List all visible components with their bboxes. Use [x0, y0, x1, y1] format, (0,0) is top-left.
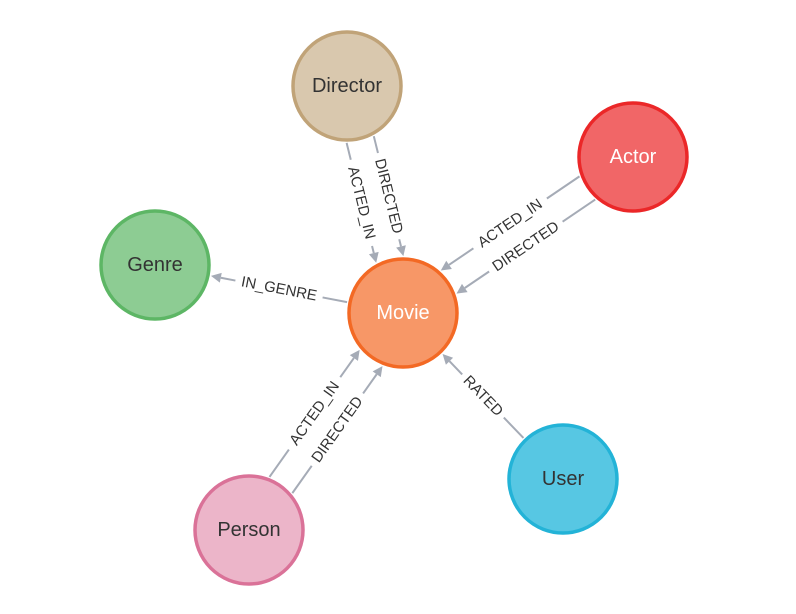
- arrowhead-icon: [368, 251, 379, 263]
- relationship-line: [339, 357, 355, 378]
- arrowhead-icon: [456, 283, 468, 294]
- node-label: User: [542, 468, 585, 490]
- node-circle: [193, 474, 305, 586]
- node-movie[interactable]: Movie: [347, 257, 459, 369]
- relationship-line: [562, 198, 596, 223]
- relationship-line: [345, 142, 352, 160]
- relationship-line: [398, 239, 402, 247]
- arrowhead-icon: [349, 349, 360, 361]
- relationship-label: IN_GENRE: [240, 273, 319, 304]
- node-person[interactable]: Person: [193, 474, 305, 586]
- node-circle: [507, 423, 619, 535]
- arrowhead-icon: [442, 354, 454, 365]
- relationship-line: [503, 416, 525, 439]
- node-genre[interactable]: Genre: [99, 209, 211, 321]
- node-actor[interactable]: Actor: [577, 101, 689, 213]
- node-label: Actor: [610, 146, 657, 168]
- arrowhead-icon: [440, 260, 452, 271]
- relationship-line: [448, 247, 474, 266]
- relationship-line: [448, 360, 463, 376]
- node-label: Movie: [376, 302, 429, 324]
- relationship-user-rated[interactable]: RATED: [442, 354, 525, 439]
- relationship-label: RATED: [460, 372, 507, 420]
- relationship-line: [220, 276, 236, 282]
- node-label: Person: [217, 519, 280, 541]
- node-director[interactable]: Director: [291, 30, 403, 142]
- node-label: Genre: [127, 254, 183, 276]
- relationship-line: [322, 296, 348, 304]
- node-user[interactable]: User: [507, 423, 619, 535]
- node-circle: [577, 101, 689, 213]
- relationship-line: [546, 175, 581, 200]
- relationship-line: [268, 449, 290, 478]
- relationship-label: DIRECTED: [371, 157, 406, 236]
- relationship-label: ACTED_IN: [344, 165, 378, 241]
- arrowhead-icon: [396, 245, 406, 257]
- node-circle: [291, 30, 403, 142]
- relationship-line: [291, 465, 313, 494]
- relationship-director-directed[interactable]: DIRECTED: [371, 135, 406, 257]
- arrowhead-icon: [372, 366, 383, 378]
- relationship-movie-in-genre[interactable]: IN_GENRE: [210, 272, 348, 305]
- relationship-line: [464, 270, 490, 289]
- node-circle: [347, 257, 459, 369]
- node-circle: [99, 209, 211, 321]
- arrowhead-icon: [210, 272, 222, 283]
- relationship-line: [362, 373, 378, 394]
- node-label: Director: [312, 75, 382, 97]
- relationship-line: [372, 135, 379, 154]
- relationship-line: [371, 245, 375, 254]
